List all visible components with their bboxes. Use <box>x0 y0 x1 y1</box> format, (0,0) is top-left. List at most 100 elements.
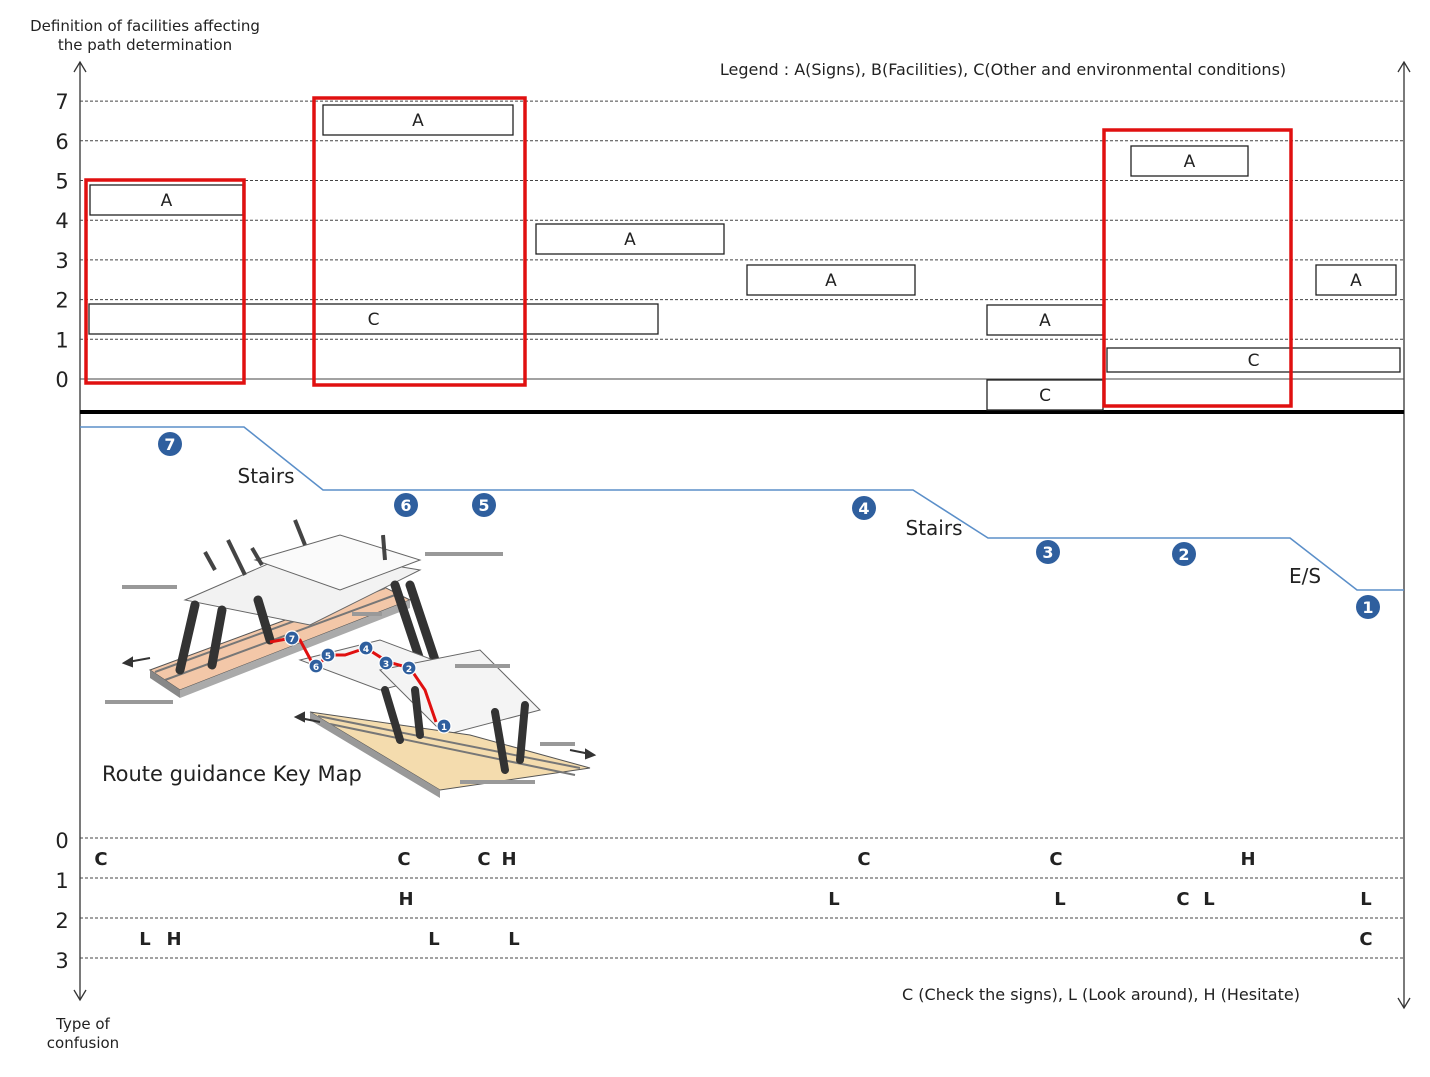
confusion-mark: C <box>94 849 107 870</box>
route-point-marker <box>852 496 876 520</box>
route-point-number: 6 <box>400 496 411 515</box>
top-axis-title-line2: the path determination <box>58 36 232 54</box>
top-tick-label: 4 <box>55 209 68 233</box>
facility-box-label: A <box>624 230 636 250</box>
key-map-point <box>284 630 300 646</box>
key-map-caption: Route guidance Key Map <box>102 762 362 786</box>
facility-box <box>535 223 725 255</box>
route-point-number: 5 <box>478 496 489 515</box>
top-tick-label: 1 <box>55 328 68 352</box>
top-tick-label: 2 <box>55 289 68 313</box>
confusion-mark: C <box>857 849 870 870</box>
facility-box-label: A <box>825 271 837 291</box>
confusion-mark: L <box>1360 889 1371 910</box>
facility-box-label: A <box>1184 152 1196 172</box>
bottom-gridlines <box>80 837 1404 959</box>
top-tick-label: 7 <box>55 90 68 114</box>
confusion-mark: L <box>828 889 839 910</box>
axis-lines <box>73 60 1411 1010</box>
top-tick-label: 0 <box>55 368 68 392</box>
confusion-mark: L <box>508 929 519 950</box>
bottom-tick-label: 2 <box>55 909 68 933</box>
facility-box-label: A <box>161 191 173 211</box>
confusion-mark: L <box>1203 889 1214 910</box>
key-map-point-number: 2 <box>406 665 412 675</box>
key-map-point <box>401 660 417 676</box>
bottom-axis-title-line1: Type of <box>55 1015 110 1033</box>
confusion-mark: C <box>397 849 410 870</box>
top-tick-label: 3 <box>55 249 68 273</box>
highlight-box-2 <box>312 96 527 387</box>
route-point-marker <box>158 432 182 456</box>
key-map-point <box>308 658 324 674</box>
legend-confusion: C (Check the signs), L (Look around), H … <box>902 985 1300 1004</box>
facility-box <box>986 304 1104 336</box>
facility-box-label: C <box>1248 351 1260 371</box>
stairs-label-2: Stairs <box>906 516 963 540</box>
confusion-mark: L <box>1054 889 1065 910</box>
top-tick-label: 5 <box>55 170 68 194</box>
route-point-number: 7 <box>164 435 175 454</box>
stairs-label-1: Stairs <box>238 464 295 488</box>
confusion-mark: H <box>1240 849 1255 870</box>
confusion-mark: C <box>1176 889 1189 910</box>
bottom-tick-label: 3 <box>55 949 68 973</box>
confusion-mark: H <box>501 849 516 870</box>
route-profile-line <box>80 426 1404 591</box>
confusion-mark: H <box>166 929 181 950</box>
key-map-point-number: 5 <box>325 652 331 662</box>
highlight-box-1 <box>84 178 246 385</box>
route-point-number: 1 <box>1362 598 1373 617</box>
key-map-point <box>436 718 452 734</box>
key-map-point <box>378 655 394 671</box>
key-map-point-number: 7 <box>289 635 295 645</box>
top-gridlines <box>80 100 1404 380</box>
route-point-marker <box>1036 540 1060 564</box>
facility-box <box>1130 145 1249 177</box>
route-point-marker <box>394 493 418 517</box>
confusion-mark: H <box>398 889 413 910</box>
confusion-mark: L <box>139 929 150 950</box>
top-axis-title-line1: Definition of facilities affecting <box>30 17 260 35</box>
route-point-number: 3 <box>1042 543 1053 562</box>
route-point-marker <box>1356 595 1380 619</box>
key-map-point-number: 1 <box>441 723 447 733</box>
facility-box <box>1315 264 1397 296</box>
top-tick-labels: 0 1 2 3 4 5 6 7 <box>55 90 68 392</box>
route-point-marker <box>472 493 496 517</box>
key-map-point-number: 3 <box>383 660 389 670</box>
facility-box-label: A <box>412 111 424 131</box>
confusion-mark: C <box>1359 929 1372 950</box>
escalator-label: E/S <box>1289 564 1321 588</box>
confusion-mark: L <box>428 929 439 950</box>
facility-box <box>89 184 244 216</box>
route-point-number: 4 <box>858 499 869 518</box>
facility-box <box>1106 347 1401 373</box>
facility-box-label: C <box>1039 386 1051 406</box>
route-point-marker <box>1172 542 1196 566</box>
key-map-point <box>358 640 374 656</box>
top-tick-label: 6 <box>55 130 68 154</box>
facility-box-label: C <box>368 310 380 330</box>
confusion-mark: C <box>1049 849 1062 870</box>
key-map-point <box>320 647 336 663</box>
facility-box <box>322 104 514 136</box>
facility-box <box>986 379 1104 411</box>
key-map-point-number: 6 <box>313 663 319 673</box>
highlight-boxes <box>84 96 1293 408</box>
route-points: 7 6 5 4 3 2 1 <box>158 432 1380 619</box>
route-point-number: 2 <box>1178 545 1189 564</box>
bottom-axis-title-line2: confusion <box>47 1034 119 1052</box>
key-map-illustration: 7 65 4 3 2 1 <box>105 519 597 798</box>
legend-facilities: Legend : A(Signs), B(Facilities), C(Othe… <box>720 60 1286 79</box>
highlight-box-3 <box>1102 128 1293 408</box>
facility-box <box>746 264 916 296</box>
facility-box <box>88 303 659 335</box>
facility-box-label: A <box>1350 271 1362 291</box>
confusion-mark: C <box>477 849 490 870</box>
key-map-point-number: 4 <box>363 645 369 655</box>
